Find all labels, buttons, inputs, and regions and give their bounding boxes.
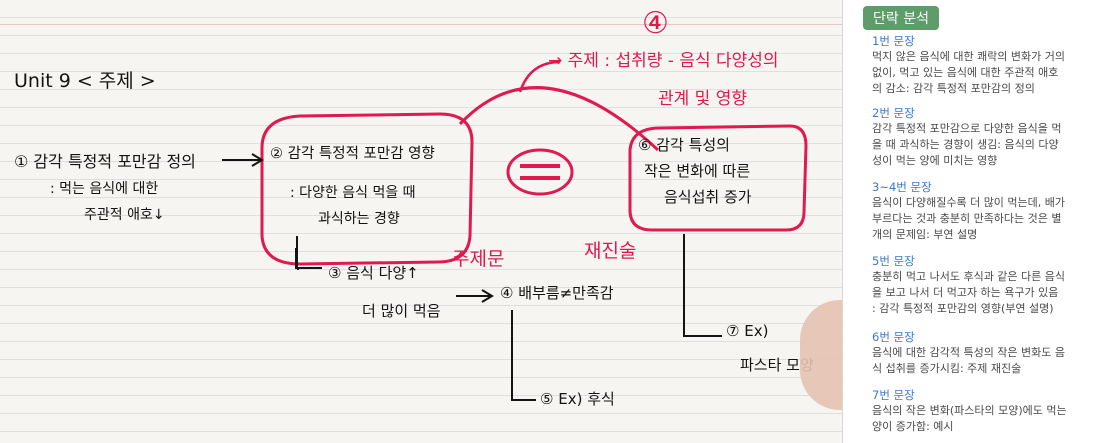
section-body-line: 먹지 않은 음식에 대한 쾌락의 변화가 거의 [872,50,1066,63]
branch-2-3 [295,248,299,270]
equals-oval [506,148,574,196]
section-body-line: 의 감소: 감각 특정적 포만감의 정의 [872,82,1035,95]
section-2: 2번 문장 감각 특정적 포만감으로 다양한 음식을 먹 을 때 과식하는 경향… [872,106,1117,169]
topic-line1: → 주제 : 섭취량 - 음식 다양성의 [548,51,779,71]
section-head: 2번 문장 [872,106,915,120]
section-body-line: 없이, 먹고 있는 음식에 대한 주관적 애호 [872,66,1059,79]
node6-line3: 음식섭취 증가 [664,188,752,206]
panel-title: 단락 분석 [863,6,939,30]
section-body-line: 음식에 대한 감각적 특성의 작은 변화도 음 [872,346,1066,359]
section-head: 6번 문장 [872,330,915,344]
node1-title: ① 감각 특정적 포만감 정의 [14,152,196,171]
node6-line2: 작은 변화에 따른 [644,162,751,180]
node5-text: ⑤ Ex) 후식 [540,390,615,408]
section-6: 6번 문장 음식에 대한 감각적 특성의 작은 변화도 음 식 섭취를 증가시킴… [872,330,1117,377]
section-body-line: 을 보고 나서 더 먹고자 하는 욕구가 있음 [872,286,1059,299]
topic-line2: 관계 및 영향 [658,89,748,109]
branch-6-7 [683,234,722,337]
label-restate: 재진술 [584,240,637,262]
node7-line2: 파스타 모양 [740,356,814,374]
section-head: 3~4번 문장 [872,180,932,194]
section-3: 3~4번 문장 음식이 다양해질수록 더 많이 먹는데, 배가 부르다는 것과 … [872,180,1117,243]
section-body-line: 충분히 먹고 나서도 후식과 같은 다른 음식 [872,270,1066,283]
section-body-line: 음식이 다양해질수록 더 많이 먹는데, 배가 [872,196,1066,209]
section-body-line: 식 섭취를 증가시킴: 주제 재진술 [872,362,1022,375]
node7-line1: ⑦ Ex) [726,322,769,340]
section-body-line: 성이 먹는 양에 미치는 영향 [872,154,998,167]
section-body-line: 을 때 과식하는 경향이 생김: 음식의 다양 [872,138,1059,151]
node2-line2: : 다양한 음식 먹을 때 [290,185,416,201]
section-head: 7번 문장 [872,388,915,402]
connect-arc [458,86,660,152]
unit-title: Unit 9 < 주제 > [14,70,156,92]
section-5: 5번 문장 충분히 먹고 나서도 후식과 같은 다른 음식 을 보고 나서 더 … [872,254,1117,317]
section-7: 7번 문장 음식의 작은 변화(파스타의 모양)에도 먹는 양이 증가함: 예시 [872,388,1117,435]
section-head: 5번 문장 [872,254,915,268]
node1-line2: : 먹는 음식에 대한 [50,181,159,197]
section-body-line: : 감각 특정적 포만감의 영향(부연 설명) [872,302,1054,315]
node2-line3: 과식하는 경향 [318,211,400,227]
topic-number: ④ [642,6,669,41]
section-body-line: 감각 특정적 포만감으로 다양한 음식을 먹 [872,122,1062,135]
node2-title: ② 감각 특정적 포만감 영향 [270,146,435,162]
branch-4-5 [511,310,536,401]
label-thesis: 주제문 [452,248,505,270]
section-head: 1번 문장 [872,34,915,48]
section-1: 1번 문장 먹지 않은 음식에 대한 쾌락의 변화가 거의 없이, 먹고 있는 … [872,34,1117,97]
section-body-line: 부르다는 것과 충분히 만족하다는 것은 별 [872,212,1062,225]
section-body-line: 양이 증가함: 예시 [872,420,954,433]
node1-line3: 주관적 애호↓ [84,207,165,223]
whiteboard: Unit 9 < 주제 > ④ → 주제 : 섭취량 - 음식 다양성의 관계 … [0,0,842,443]
top-rule-line [0,24,842,25]
section-body-line: 음식의 작은 변화(파스타의 모양)에도 먹는 [872,404,1067,417]
presenter-hand [800,300,842,410]
node3-line1: ③ 음식 다양↑ [328,264,419,282]
node6-title: ⑥ 감각 특성의 [638,136,730,154]
section-body-line: 개의 문제임: 부연 설명 [872,228,978,241]
analysis-panel: 단락 분석 1번 문장 먹지 않은 음식에 대한 쾌락의 변화가 거의 없이, … [842,0,1118,443]
node4-text: ④ 배부름≠만족감 [500,284,614,302]
node3-line2: 더 많이 먹음 [362,302,441,320]
